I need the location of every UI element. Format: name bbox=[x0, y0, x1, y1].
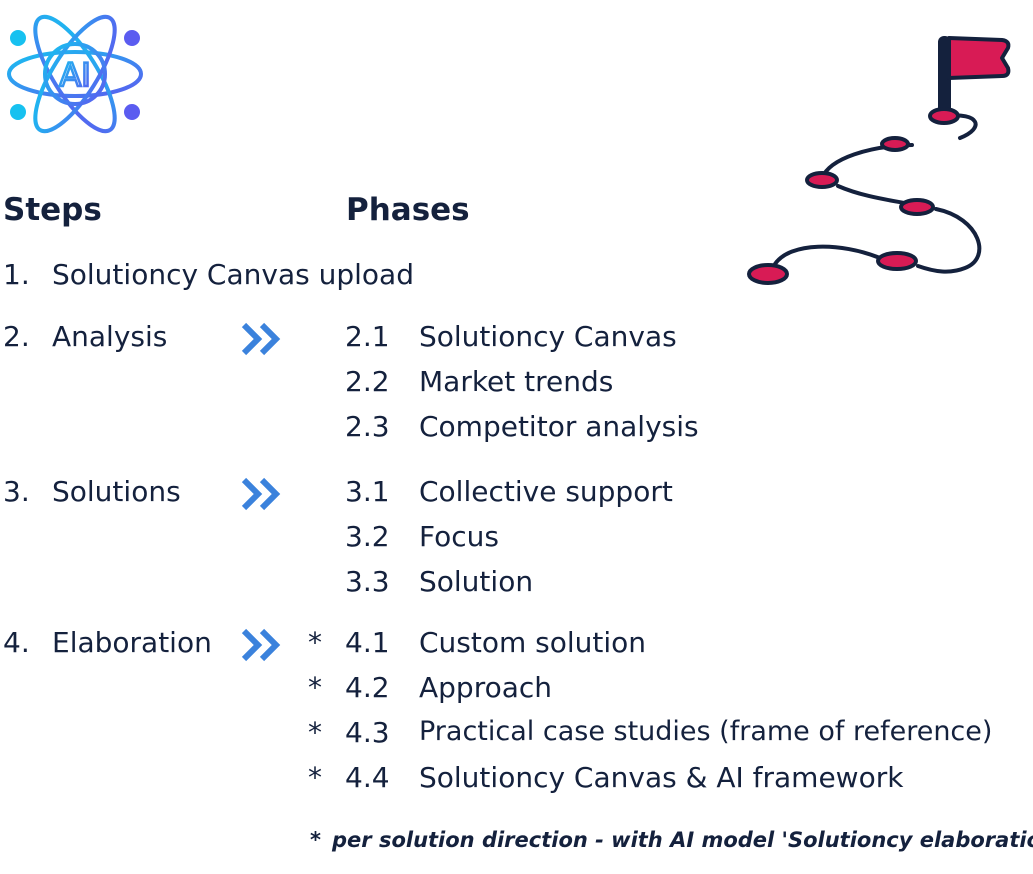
roadmap-flag-icon bbox=[747, 36, 1011, 285]
double-chevron-right-icon bbox=[241, 628, 281, 662]
phase-number: 4.4 bbox=[345, 761, 390, 794]
phases-heading: Phases bbox=[346, 192, 470, 228]
phase-label: Focus bbox=[419, 520, 499, 553]
phase-label: Market trends bbox=[419, 365, 614, 398]
step-number: 3. bbox=[3, 475, 30, 508]
step-number: 4. bbox=[3, 626, 30, 659]
step-label: Solutioncy Canvas upload bbox=[52, 258, 414, 291]
double-chevron-right-icon bbox=[241, 477, 281, 511]
phase-marker: * bbox=[308, 716, 322, 749]
phase-label: Solutioncy Canvas & AI framework bbox=[419, 761, 904, 794]
phase-label: Approach bbox=[419, 671, 553, 704]
phase-number: 3.2 bbox=[345, 520, 390, 553]
phase-number: 4.3 bbox=[345, 716, 390, 749]
double-chevron-right-icon bbox=[241, 322, 281, 356]
step-label: Elaboration bbox=[52, 626, 212, 659]
phase-label: Solutioncy Canvas bbox=[419, 320, 677, 353]
phase-number: 3.1 bbox=[345, 475, 390, 508]
logo-text: AI bbox=[59, 56, 90, 94]
phase-number: 2.3 bbox=[345, 410, 390, 443]
step-label: Analysis bbox=[52, 320, 168, 353]
phase-marker: * bbox=[308, 761, 322, 794]
footnote-text: per solution direction - with AI model '… bbox=[332, 828, 1033, 852]
phase-number: 4.1 bbox=[345, 626, 390, 659]
step-label: Solutions bbox=[52, 475, 181, 508]
step-number: 2. bbox=[3, 320, 30, 353]
phase-number: 2.1 bbox=[345, 320, 390, 353]
phase-label: Collective support bbox=[419, 475, 673, 508]
phase-label: Solution bbox=[419, 565, 534, 598]
phase-number: 3.3 bbox=[345, 565, 390, 598]
phase-number: 2.2 bbox=[345, 365, 390, 398]
ai-atom-icon: AI bbox=[7, 14, 143, 134]
phase-marker: * bbox=[308, 671, 322, 704]
step-number: 1. bbox=[3, 258, 30, 291]
phase-label: Practical case studies (frame of referen… bbox=[419, 716, 993, 747]
footnote-marker: * bbox=[310, 828, 321, 852]
phase-number: 4.2 bbox=[345, 671, 390, 704]
phase-label: Custom solution bbox=[419, 626, 647, 659]
steps-heading: Steps bbox=[3, 192, 102, 228]
phase-marker: * bbox=[308, 626, 322, 659]
phase-label: Competitor analysis bbox=[419, 410, 699, 443]
